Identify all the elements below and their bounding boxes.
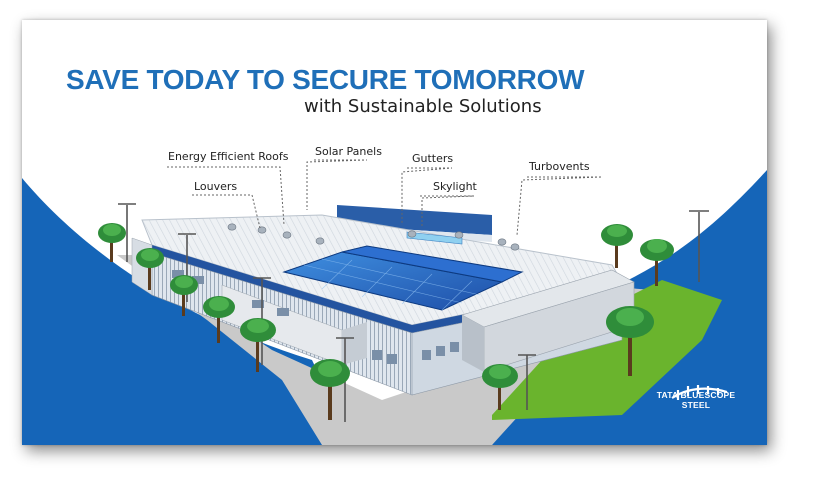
brand-logo-line2: STEEL [681, 400, 711, 410]
factory-illustration [22, 159, 767, 445]
solar-array-2 [341, 245, 524, 283]
lawn [492, 280, 722, 420]
banner-card: SAVE TODAY TO SECURE TOMORROW with Susta… [22, 20, 767, 445]
headline-subtitle: with Sustainable Solutions [304, 96, 542, 117]
callout-turbovents: Turbovents [529, 160, 590, 173]
callout-louvers: Louvers [194, 180, 238, 193]
trees [98, 223, 674, 420]
callout-energy-efficient-roofs: Energy Efficient Roofs [168, 150, 289, 163]
left-blue-ground [22, 178, 352, 445]
brand-logo: TATA BLUESCOPE STEEL [648, 390, 744, 410]
callout-solar-panels: Solar Panels [315, 145, 382, 158]
callout-skylight: Skylight [433, 180, 477, 193]
brand-logo-line1: TATA BLUESCOPE [656, 390, 736, 400]
callout-gutters: Gutters [412, 152, 454, 165]
brand-roof-mark [671, 385, 728, 400]
headline-title: SAVE TODAY TO SECURE TOMORROW [66, 64, 585, 95]
